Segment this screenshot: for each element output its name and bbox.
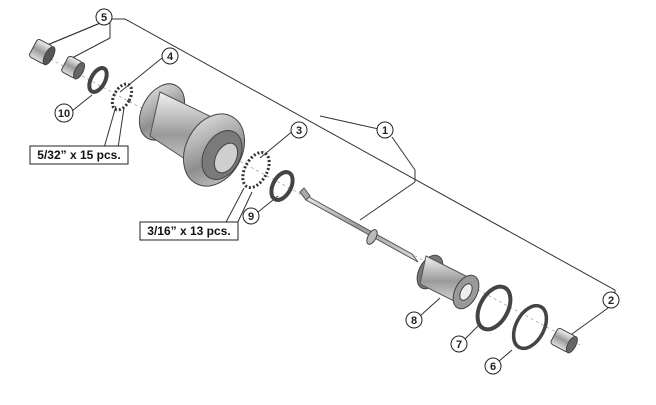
part-9-seal-ring: [269, 170, 295, 202]
callout-10: 10: [54, 103, 74, 123]
callout-2: 2: [602, 291, 620, 309]
svg-text:3/16” x 13 pcs.: 3/16” x 13 pcs.: [147, 224, 230, 238]
svg-text:6: 6: [490, 361, 496, 373]
part-10-seal-ring: [87, 66, 109, 94]
hub-body: [138, 83, 245, 187]
part-2-end-cap: [550, 327, 578, 354]
callout-7: 7: [450, 335, 468, 353]
part-4-ball-retainer: [110, 82, 134, 112]
callout-5: 5: [95, 8, 113, 26]
label-large-balls: 3/16” x 13 pcs.: [139, 221, 239, 241]
callout-1: 1: [376, 121, 394, 139]
part-1-axle: [299, 187, 419, 263]
part-8-freehub-body: [416, 254, 480, 310]
leader-lines: [39, 18, 616, 363]
svg-text:10: 10: [58, 108, 70, 120]
callout-4: 4: [161, 47, 179, 65]
svg-text:4: 4: [167, 51, 174, 63]
svg-text:9: 9: [248, 211, 254, 223]
part-7-spacer-ring: [475, 284, 513, 332]
svg-text:3: 3: [296, 125, 302, 137]
label-small-balls: 5/32” x 15 pcs.: [29, 145, 129, 165]
svg-text:2: 2: [608, 295, 614, 307]
svg-text:1: 1: [382, 125, 388, 137]
callout-3: 3: [290, 121, 308, 139]
svg-text:5/32” x 15 pcs.: 5/32” x 15 pcs.: [37, 148, 120, 162]
svg-text:7: 7: [456, 339, 462, 351]
svg-text:8: 8: [411, 315, 417, 327]
part-6-spacer-ring: [511, 303, 549, 351]
svg-text:5: 5: [101, 12, 107, 24]
part-5-end-caps: [29, 39, 86, 80]
callout-6: 6: [484, 357, 502, 375]
callout-9: 9: [242, 207, 260, 225]
callout-8: 8: [405, 311, 423, 329]
part-3-ball-retainer: [241, 150, 271, 190]
